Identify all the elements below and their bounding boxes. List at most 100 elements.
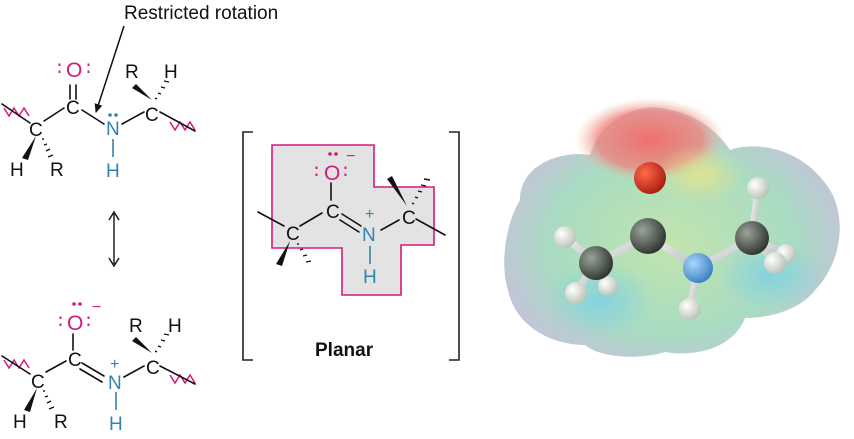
amide-structure-neutral: O ∶ ∶ C C N H C H R R H [1,59,196,182]
wedge-bond-right [132,84,152,100]
oxygen-atom: O [67,312,83,335]
alpha-carbon-left: C [31,372,45,393]
wedge-bond [276,241,290,266]
positive-charge: + [110,356,119,373]
positive-potential-region-left [545,262,655,338]
bond-ca-carbonyl [45,360,67,373]
bond-n-calpha [380,219,400,231]
double-bond-cn-2 [79,368,103,383]
hydrogen-ball [565,282,587,304]
lone-pair-right: ∶ [343,162,348,183]
alpha-carbon-left: C [286,224,300,245]
electrostatic-potential-model [504,98,840,357]
wedge-bond-right [387,176,407,206]
bracket-right [449,131,460,361]
carbonyl-carbon: C [326,202,340,223]
carbonyl-carbon: C [68,350,82,371]
lone-pair-dot [72,302,76,306]
r-group-left: R [54,412,68,433]
amide-structure-zwitterion: O ∶ ∶ − C C N + H C H R R H [1,299,196,435]
bond-break-right [169,120,196,132]
carbonyl-carbon: C [66,98,80,119]
amide-hydrogen: H [106,161,120,182]
hydrogen-ball [764,252,786,274]
lone-pair-right: ∶ [86,312,91,333]
bond-break-left [3,358,30,370]
bond-right-chain [415,218,446,236]
hash-bond [297,243,312,263]
alpha-carbon-right: C [145,105,159,126]
lone-pair-left: ∶ [57,59,62,80]
bond-break-right [169,373,196,385]
amide-hydrogen: H [109,414,123,435]
wedge-bond [24,388,37,412]
bond-left-chain [1,103,31,124]
planar-label: Planar [315,340,374,361]
hash-bond-right [154,333,170,353]
hydrogen-ball [679,298,701,320]
hydrogen-right: H [168,316,182,337]
intermediate-potential-region [655,145,745,205]
bond-n-calpha [121,111,145,125]
oxygen-atom: O [66,59,82,82]
resonance-arrow [108,210,120,268]
hash-bond-right [411,178,431,205]
alpha-carbon-right: C [402,208,416,229]
hash-bond [43,390,55,410]
carbon-ball [579,246,613,280]
double-bond-cn-1 [341,213,362,227]
lone-pair-dot [114,113,118,117]
lone-pair-dot [328,152,332,156]
double-bond-cn-2 [339,219,360,233]
r-group-left: R [50,160,64,181]
hydrogen-left: H [10,160,24,181]
oxygen-ball [634,162,666,194]
double-bond-cn-1 [81,362,105,377]
wedge-bond [22,136,36,160]
resonance-hybrid: O ∶ ∶ − C C N + H C Planar [242,131,460,361]
bond-break-left [3,106,30,118]
restricted-rotation-label: Restricted rotation [124,3,278,24]
r-group-right: R [125,62,139,83]
lone-pair-left: ∶ [58,312,63,333]
planar-region-highlight [271,144,435,296]
hydrogen-ball [747,177,769,199]
alpha-carbon-right: C [146,358,160,379]
restricted-rotation-arrow [94,25,125,113]
wedge-bond-right [132,337,152,353]
lone-pair-dot [334,152,338,156]
nitrogen-atom: N [106,119,120,140]
carbon-ball [735,221,769,255]
bond-right-chain [159,111,196,132]
positive-charge: + [365,206,374,223]
bond-right-chain [159,365,196,385]
hash-bond-right [154,80,170,100]
bond-left-chain [257,211,285,227]
hydrogen-ball [598,276,618,296]
bracket-left [242,131,253,361]
bond-carbonyl-n [81,109,105,125]
hydrogen-right: H [164,62,178,83]
nitrogen-atom: N [362,225,376,246]
bond-n-calpha [123,365,145,378]
hydrogen-ball [554,226,576,248]
lone-pair-dot [108,113,112,117]
alpha-carbon-left: C [29,120,43,141]
oxygen-atom: O [324,162,340,185]
carbonyl-carbon-ball [630,218,666,254]
positive-potential-region-right [715,240,825,310]
nitrogen-ball [683,253,713,283]
amide-hydrogen: H [363,267,377,288]
bond-ca-carbonyl [43,107,65,122]
nitrogen-atom: N [108,373,122,394]
lone-pair-right: ∶ [86,59,91,80]
r-group-right: R [129,316,143,337]
bond-ca-carbonyl [299,212,323,227]
bond-left-chain [1,355,31,375]
hydrogen-left: H [13,412,27,433]
lone-pair-left: ∶ [314,162,319,183]
lone-pair-dot [78,302,82,306]
hash-bond [42,138,54,158]
